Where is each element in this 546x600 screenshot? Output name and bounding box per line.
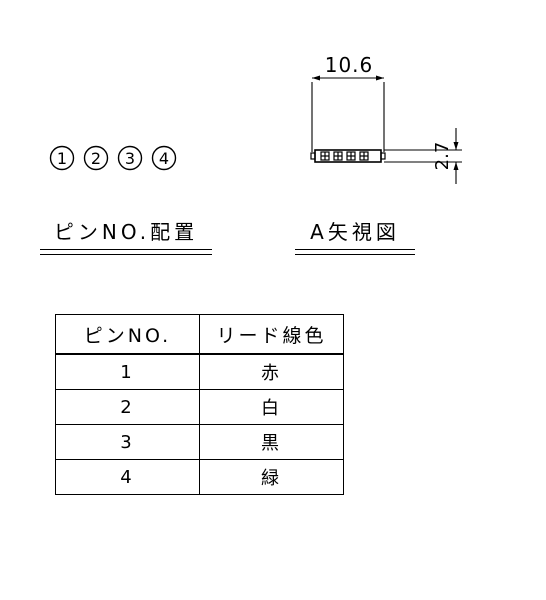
pin-circle-2: 2: [83, 145, 109, 171]
height-dimension: [384, 128, 462, 184]
pin-circle-3: 3: [117, 145, 143, 171]
view-a-label: A矢視図: [310, 220, 400, 244]
pin-arrangement-underline-bottom: [40, 254, 212, 255]
pin-number-4: 4: [159, 149, 169, 168]
pin-circles: 1 2 3 4: [49, 145, 177, 171]
table-row: 3 黒: [55, 424, 344, 460]
width-dimension-label: 10.6: [325, 53, 374, 77]
pin-arrangement-underline-top: [40, 249, 212, 250]
table-header-lead-color: リード線色: [199, 314, 344, 355]
table-header-row: ピンNO. リード線色: [55, 314, 344, 355]
connector-view-drawing: 10.6 2.7: [310, 53, 462, 184]
table-cell-color: 黒: [199, 424, 344, 460]
table-cell-color: 緑: [199, 459, 344, 495]
view-a-underline-top: [295, 249, 415, 250]
width-dimension: [311, 75, 385, 152]
table-cell-pin: 2: [55, 389, 200, 425]
table-cell-pin: 3: [55, 424, 200, 460]
view-a-underline-bottom: [295, 254, 415, 255]
table-cell-pin: 4: [55, 459, 200, 495]
table-row: 4 緑: [55, 459, 344, 495]
pin-circle-1: 1: [49, 145, 75, 171]
pin-arrangement-label: ピンNO.配置: [53, 220, 199, 244]
pin-number-3: 3: [125, 149, 135, 168]
pin-circle-4: 4: [151, 145, 177, 171]
table-row: 2 白: [55, 389, 344, 425]
table-cell-pin: 1: [55, 353, 200, 390]
connector-body: [310, 149, 386, 163]
table-cell-color: 白: [199, 389, 344, 425]
height-dimension-label: 2.7: [432, 142, 453, 171]
pin-number-1: 1: [57, 149, 67, 168]
table-row: 1 赤: [55, 353, 344, 390]
table-header-pin-no: ピンNO.: [55, 314, 200, 355]
pin-number-2: 2: [91, 149, 101, 168]
table-cell-color: 赤: [199, 353, 344, 390]
pin-wire-color-table: ピンNO. リード線色 1 赤 2 白 3 黒 4 緑: [55, 314, 344, 495]
